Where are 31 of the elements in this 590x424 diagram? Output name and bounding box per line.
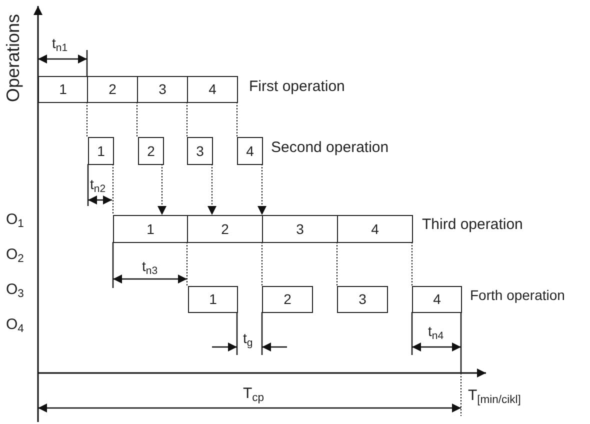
operation-box: 3 bbox=[337, 286, 388, 313]
operation-box: 3 bbox=[137, 76, 188, 103]
diagram-label: O$_{1}$ bbox=[6, 212, 24, 227]
operation-box: 4 bbox=[412, 286, 462, 313]
operation-box: 2 bbox=[187, 215, 263, 243]
diagram-label: O$_{3}$ bbox=[6, 282, 24, 297]
diagram-label: T$_{cp}$ bbox=[243, 386, 264, 401]
operation-box: 4 bbox=[187, 76, 238, 103]
diagram-label: Operations bbox=[4, 14, 22, 102]
operation-box: 2 bbox=[138, 137, 164, 165]
diagram-label: T$_{[min/cikl]}$ bbox=[468, 388, 521, 403]
operation-box: 3 bbox=[187, 137, 213, 165]
diagram-label: Second operation bbox=[271, 140, 389, 155]
diagram-label: t$_{n2}$ bbox=[90, 177, 106, 191]
diagram-label: First operation bbox=[249, 79, 345, 94]
diagram-label: Forth operation bbox=[470, 288, 565, 302]
diagram-label: Third operation bbox=[422, 217, 523, 232]
diagram-label: t$_{n1}$ bbox=[52, 36, 68, 50]
operation-box: 3 bbox=[262, 215, 338, 243]
diagram-label: t$_{n3}$ bbox=[142, 259, 158, 273]
operation-box: 1 bbox=[38, 76, 88, 103]
diagram-label: t$_{n4}$ bbox=[428, 324, 444, 338]
operation-box: 2 bbox=[87, 76, 138, 103]
operation-box: 2 bbox=[262, 286, 313, 313]
diagram-label: O$_{2}$ bbox=[6, 247, 24, 262]
operation-box: 1 bbox=[88, 137, 114, 165]
operation-box: 4 bbox=[237, 137, 263, 165]
operation-box: 1 bbox=[113, 215, 188, 243]
operation-box: 1 bbox=[188, 286, 238, 313]
operation-box: 4 bbox=[337, 215, 413, 243]
diagram-label: O$_{4}$ bbox=[6, 317, 24, 332]
